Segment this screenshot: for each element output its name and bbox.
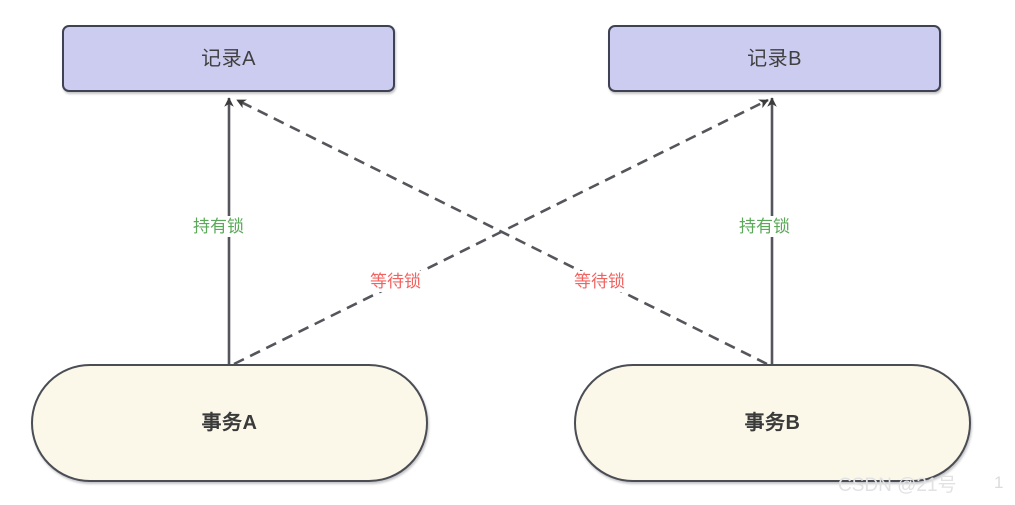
node-transaction-a[interactable]: 事务A <box>31 364 428 482</box>
node-transaction-b[interactable]: 事务B <box>574 364 971 482</box>
edge-label-transaction-b-waits-record-a: 等待锁 <box>571 271 628 292</box>
node-transaction-a-label: 事务A <box>201 412 258 434</box>
node-transaction-b-label: 事务B <box>744 412 801 434</box>
node-record-a-label: 记录A <box>201 47 256 70</box>
edge-label-transaction-b-holds-record-b: 持有锁 <box>736 216 793 237</box>
csdn-watermark: CSDN @21号 <box>838 475 957 496</box>
edge-transaction-b-waits-record-a <box>236 98 768 366</box>
page-number-watermark: 1 <box>994 473 1004 492</box>
node-record-a[interactable]: 记录A <box>62 25 395 92</box>
node-record-b[interactable]: 记录B <box>608 25 941 92</box>
edge-label-transaction-a-holds-record-a: 持有锁 <box>190 216 247 237</box>
node-record-b-label: 记录B <box>747 47 802 70</box>
edge-label-transaction-a-waits-record-b: 等待锁 <box>367 271 424 292</box>
